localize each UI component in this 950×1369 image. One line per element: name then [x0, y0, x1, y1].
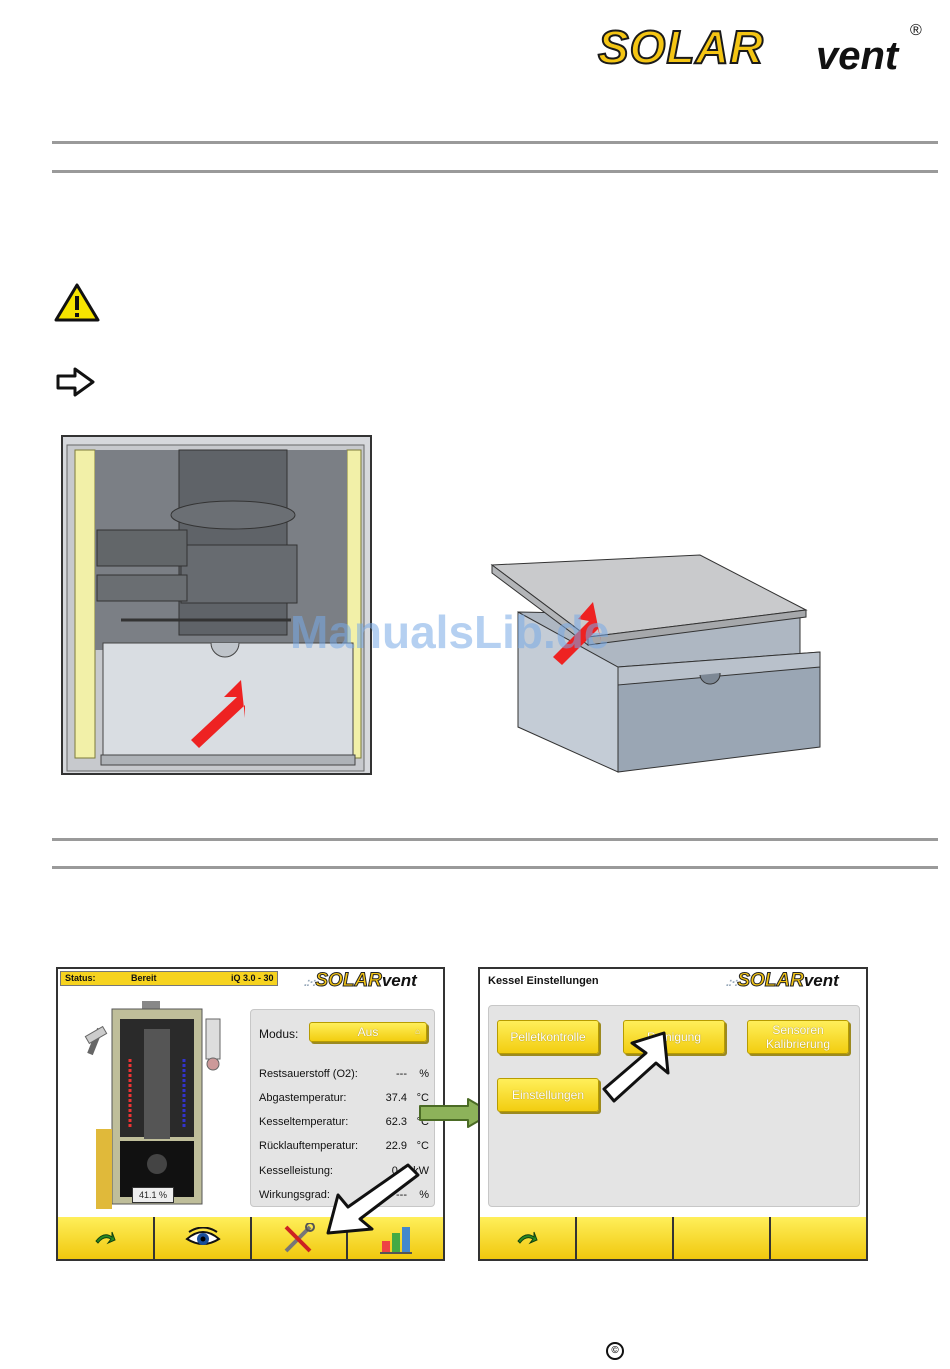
settings-panel: Pelletkontrolle Reinigung Sensoren Kalib… — [488, 1005, 860, 1207]
tab-empty-2[interactable] — [674, 1217, 769, 1259]
pointer-arrow-reinigung — [602, 1031, 670, 1103]
warning-icon — [54, 283, 100, 322]
boiler-interior-illustration — [61, 435, 372, 775]
sensoren-label-2: Kalibrierung — [765, 1037, 831, 1051]
divider-mid-1 — [52, 838, 938, 841]
einstellungen-button[interactable]: Einstellungen — [497, 1078, 599, 1112]
eye-icon — [185, 1227, 221, 1245]
copyright-icon: © — [606, 1342, 624, 1360]
status-value: Bereit — [131, 973, 157, 983]
logo-reg: ® — [910, 22, 922, 39]
watermark: ManualsLib.de — [290, 606, 610, 658]
tab-back-right[interactable] — [480, 1217, 575, 1259]
screen-status: Status: Bereit iQ 3.0 - 30 .:·:SOLARvent… — [56, 967, 445, 1261]
sensoren-label-1: Sensoren — [772, 1023, 824, 1037]
logo-brand: SOLAR — [597, 20, 764, 74]
sensoren-kalibrierung-button[interactable]: Sensoren Kalibrierung — [747, 1020, 849, 1054]
tab-empty-1[interactable] — [577, 1217, 672, 1259]
back-arrow-icon — [95, 1231, 116, 1245]
logo-sub: vent — [816, 34, 899, 78]
boiler-percent: 41.1 % — [132, 1187, 174, 1203]
divider-top-1 — [52, 141, 938, 144]
screen-kessel-einstellungen: Kessel Einstellungen .:·:SOLARvent Pelle… — [478, 967, 868, 1261]
screen-title: Kessel Einstellungen — [488, 975, 599, 987]
boiler-graphic — [84, 1001, 221, 1209]
solarvent-logo: SOLAR vent ® — [597, 20, 938, 80]
version-label: iQ 3.0 - 30 — [231, 973, 274, 983]
tab-view[interactable] — [154, 1217, 250, 1259]
screen-logo-right: .:·:SOLARvent — [726, 970, 839, 992]
chart-icon — [380, 1227, 413, 1254]
pointer-arrow-tools — [326, 1163, 420, 1235]
status-bar: Status: Bereit iQ 3.0 - 30 — [60, 971, 278, 986]
modus-dropdown[interactable]: Aus ⌂ — [309, 1022, 427, 1042]
status-label: Status: — [65, 973, 96, 983]
tab-back[interactable] — [58, 1217, 153, 1259]
dropdown-icon: ⌂ — [415, 1027, 420, 1036]
bottom-tabbar-right — [480, 1217, 866, 1259]
tools-icon — [284, 1223, 315, 1253]
note-arrow-icon — [56, 367, 95, 397]
divider-mid-2 — [52, 866, 938, 869]
ash-box-illustration — [490, 554, 821, 773]
back-arrow-icon — [517, 1231, 538, 1245]
divider-top-2 — [52, 170, 938, 173]
pelletkontrolle-button[interactable]: Pelletkontrolle — [497, 1020, 599, 1054]
modus-label: Modus: — [259, 1027, 299, 1041]
screen-logo: .:·:SOLARvent — [304, 970, 417, 992]
tab-empty-3[interactable] — [771, 1217, 866, 1259]
